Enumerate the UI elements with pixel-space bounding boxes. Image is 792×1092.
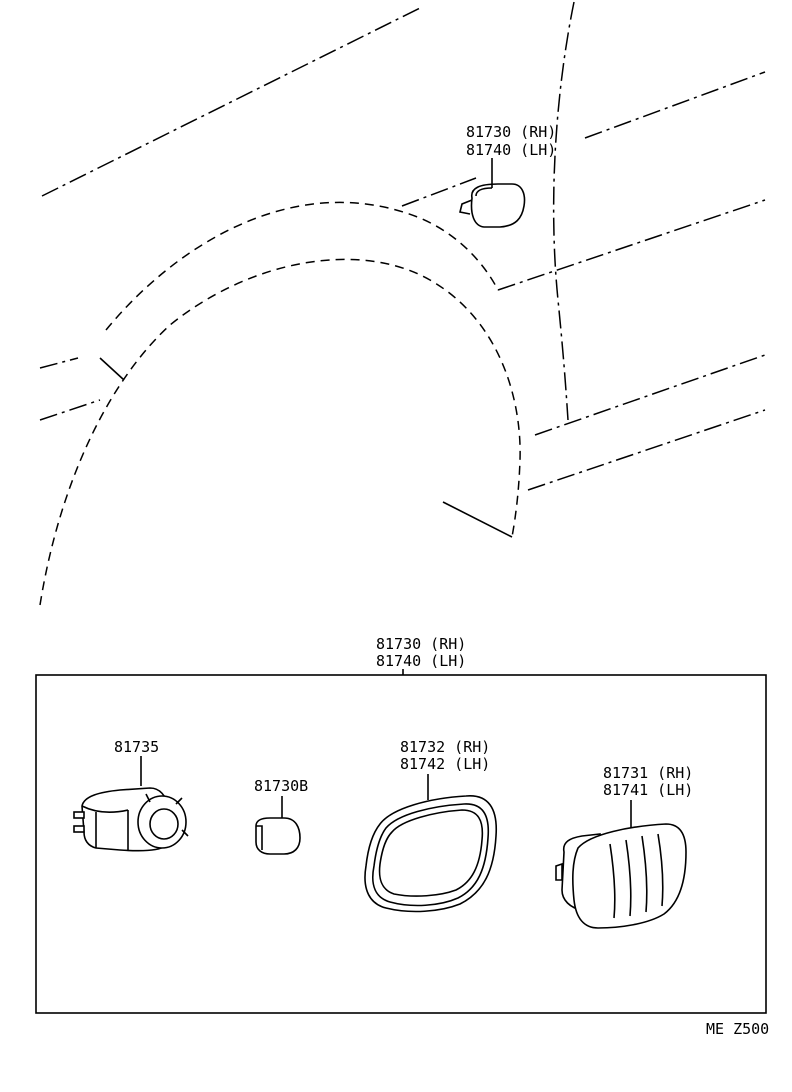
socket-part: [73, 787, 189, 852]
label-81741-lh: 81741 (LH): [603, 781, 693, 799]
label-81730-rh-assy: 81730 (RH): [376, 635, 466, 653]
side-marker-lamp-on-body: [459, 183, 526, 228]
label-81730b: 81730B: [254, 777, 308, 795]
label-81735: 81735: [114, 738, 159, 756]
gasket-part: [364, 795, 498, 913]
car-body-outline: [39, 1, 766, 606]
label-81732-rh: 81732 (RH): [400, 738, 490, 756]
label-81730-rh-body: 81730 (RH): [466, 123, 556, 141]
bulb-part: [255, 817, 301, 855]
label-81731-rh: 81731 (RH): [603, 764, 693, 782]
assembly-frame: [35, 674, 767, 1014]
label-81740-lh-body: 81740 (LH): [466, 141, 556, 159]
label-81742-lh: 81742 (LH): [400, 755, 490, 773]
lens-part: [555, 823, 687, 929]
label-81740-lh-assy: 81740 (LH): [376, 652, 466, 670]
catalog-code: ME Z500: [706, 1020, 769, 1038]
